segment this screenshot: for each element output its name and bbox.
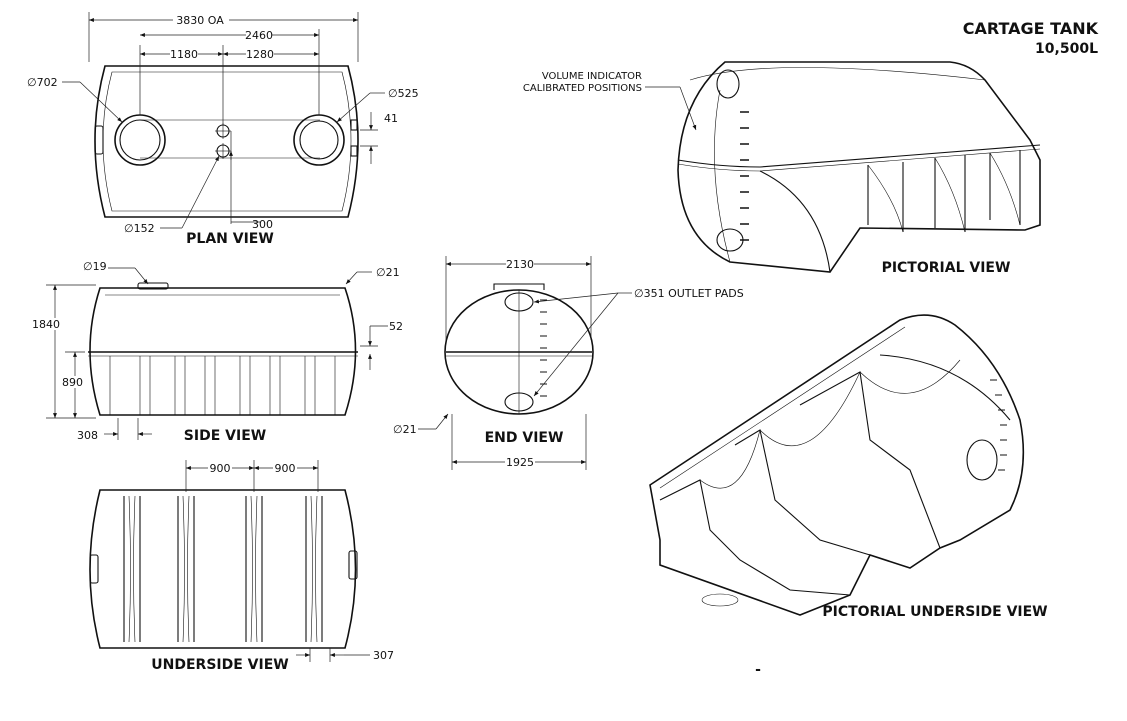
dim-307: 307 [373, 649, 394, 662]
pictorial-underside-volume-marks [990, 379, 1007, 471]
end-view-label: END VIEW [485, 430, 564, 446]
dim-dia-702: ∅702 [27, 76, 58, 89]
dim-dia-19: ∅19 [83, 260, 107, 273]
dim-1280: 1280 [246, 48, 274, 61]
title-line-1: CARTAGE TANK [963, 19, 1099, 38]
underside-view-label: UNDERSIDE VIEW [151, 657, 288, 673]
pictorial-underside-view-label: PICTORIAL UNDERSIDE VIEW [822, 604, 1047, 620]
dim-2460: 2460 [245, 29, 273, 42]
plan-view: 3830 OA 2460 1180 1280 ∅702 ∅525 41 300 … [27, 12, 419, 247]
underside-view: 900 900 307 UNDERSIDE VIEW [89, 460, 394, 673]
side-view: 1840 890 52 308 ∅19 ∅21 SIDE VIEW [32, 260, 403, 444]
dim-1180: 1180 [170, 48, 198, 61]
side-view-label: SIDE VIEW [184, 428, 266, 444]
dim-300: 300 [252, 218, 273, 231]
dim-dia-525: ∅525 [388, 87, 419, 100]
dim-890: 890 [62, 376, 83, 389]
annotation-line-1: VOLUME INDICATOR [542, 71, 642, 82]
dim-3830-oa: 3830 OA [176, 14, 224, 27]
dim-52: 52 [389, 320, 403, 333]
dim-dia-21-end: ∅21 [393, 423, 417, 436]
pictorial-view: VOLUME INDICATOR CALIBRATED POSITIONS PI… [523, 61, 1041, 276]
dim-1840: 1840 [32, 318, 60, 331]
dim-41: 41 [384, 112, 398, 125]
title-block: CARTAGE TANK 10,500L [963, 19, 1099, 57]
pictorial-volume-marks [740, 111, 749, 241]
title-line-2: 10,500L [1035, 41, 1098, 57]
pictorial-underside-view: PICTORIAL UNDERSIDE VIEW [649, 314, 1048, 620]
dim-1925: 1925 [506, 456, 534, 469]
pictorial-view-label: PICTORIAL VIEW [882, 260, 1011, 276]
annotation-line-2: CALIBRATED POSITIONS [523, 83, 642, 94]
dim-dia-152: ∅152 [124, 222, 155, 235]
footer-mark: - [755, 662, 761, 678]
dim-308: 308 [77, 429, 98, 442]
dim-dia-351-outlet-pads: ∅351 OUTLET PADS [634, 287, 744, 300]
dim-900-left: 900 [210, 462, 231, 475]
end-view: 2130 1925 ∅351 OUTLET PADS ∅21 END VIEW [393, 256, 744, 470]
plan-view-label: PLAN VIEW [186, 231, 274, 247]
underside-channels [123, 495, 323, 643]
dim-dia-21-side: ∅21 [376, 266, 400, 279]
dim-2130: 2130 [506, 258, 534, 271]
dim-900-right: 900 [275, 462, 296, 475]
side-view-ribs [109, 356, 336, 415]
